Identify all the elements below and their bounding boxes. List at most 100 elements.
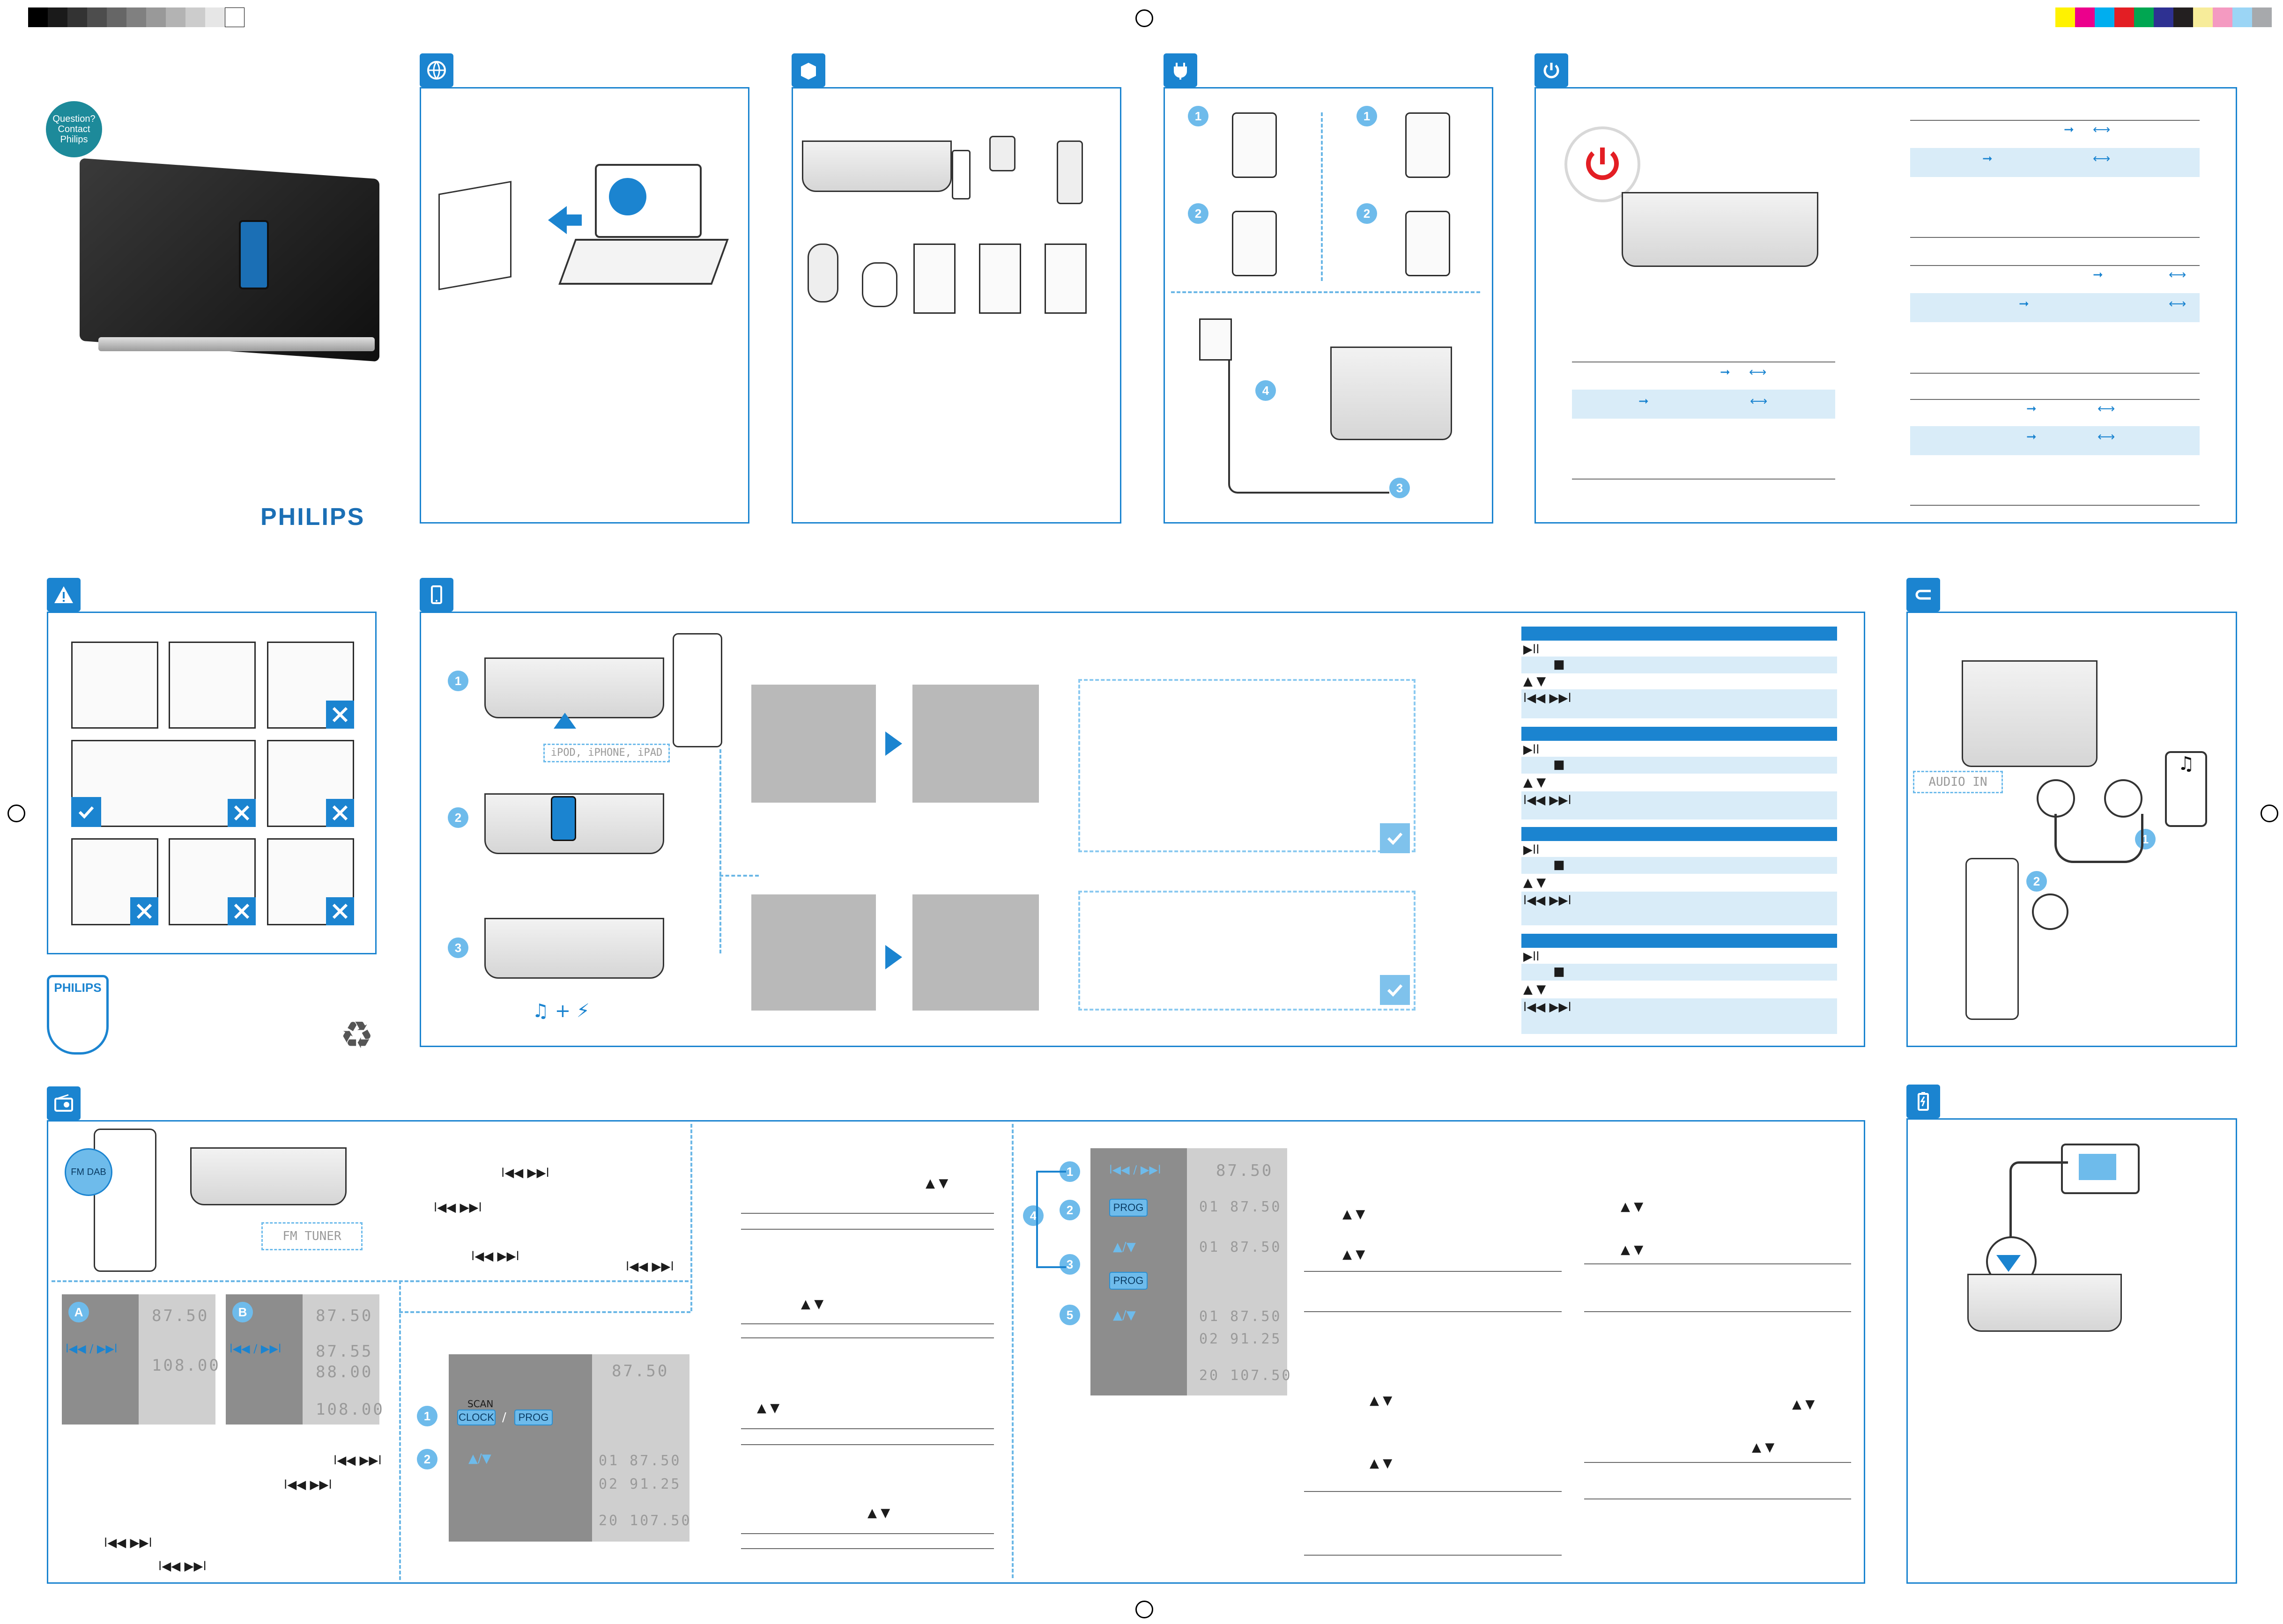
philips-shield-logo: PHILIPS (47, 975, 109, 1055)
control-table-header (1521, 627, 1837, 641)
table-row-highlight (1910, 426, 2200, 455)
table-row-highlight (1521, 998, 1837, 1034)
up-down-icon: ▲ ▼ (1523, 775, 1546, 790)
prog-button[interactable]: PROG (1109, 1272, 1148, 1290)
no-trash-tile (169, 642, 256, 729)
rule (1304, 1271, 1562, 1272)
warning-icon (54, 586, 73, 603)
auto-program-box (449, 1354, 592, 1542)
up-down-icon: ▲ ▼ (1523, 876, 1546, 890)
remote-control (673, 633, 722, 747)
tab-cable (1906, 578, 1940, 612)
divider (52, 1280, 689, 1282)
prev-next-icon: l◀◀ ▶▶l (284, 1478, 332, 1492)
preset-readout: 01 87.50 (1199, 1199, 1282, 1215)
rule (1572, 479, 1835, 480)
rule (1910, 373, 2200, 374)
speaker-rear-illustration (1962, 660, 2098, 767)
table-row-highlight (1521, 689, 1837, 718)
stop-icon: ■ (1553, 858, 1565, 872)
stop-icon: ■ (1553, 965, 1565, 979)
manual-program-lcd (1187, 1148, 1287, 1395)
recycle-icon: ♻ (340, 1013, 374, 1057)
arrow-right-icon: ➞ (2019, 297, 2029, 311)
dock-open-photo (751, 685, 876, 803)
clean-dry-cloth-tile (71, 740, 256, 827)
preset-readout: 20 107.50 (1199, 1367, 1292, 1384)
arrow-right-icon (885, 731, 902, 756)
play-pause-icon: ▶ll (1523, 743, 1540, 757)
rule (741, 1428, 994, 1429)
table-row-highlight (1521, 964, 1837, 981)
step-badge: 2 (1188, 203, 1208, 224)
preset-readout: 01 87.50 (1199, 1308, 1282, 1325)
auto-scan-lcd-b (303, 1294, 379, 1425)
scan-mode-b-badge: B (232, 1302, 253, 1322)
step-badge: 3 (1389, 478, 1410, 498)
arrow-right-icon (885, 945, 902, 969)
audio-in-socket (2037, 779, 2075, 818)
arrow-right-icon: ➞ (2026, 430, 2037, 444)
warranty-leaflet (979, 244, 1021, 314)
control-table-header (1521, 827, 1837, 841)
table-row-highlight (1521, 791, 1837, 819)
step-badge: 4 (1023, 1205, 1044, 1226)
remote-control-thumb (952, 150, 971, 199)
greyscale-calibration-bar (28, 7, 245, 27)
up-down-icon: ▲ ▼ (757, 1401, 780, 1415)
remote-control (1965, 858, 2019, 1020)
power-icon (1586, 148, 1619, 180)
frequency-readout: 87.50 (152, 1307, 209, 1325)
up-down-icon: ▲/▼ (468, 1452, 491, 1466)
adapter-illustration (1232, 112, 1277, 178)
speaker-illustration (190, 1147, 347, 1205)
cross-icon (326, 701, 354, 729)
divider (1321, 112, 1323, 281)
rule (1910, 120, 2200, 121)
rule (741, 1533, 994, 1534)
docked-phone (551, 796, 576, 841)
adapter-illustration (1232, 211, 1277, 276)
step-badge: 1 (1356, 106, 1377, 126)
rule (1910, 399, 2200, 400)
speaker-playing-illustration (484, 918, 664, 979)
frequency-readout: 87.50 (612, 1362, 669, 1380)
arrow-left-icon (548, 206, 567, 234)
table-row-highlight (1910, 148, 2200, 177)
audio-in-label: AUDIO IN (1913, 771, 2003, 793)
table-row-highlight (1521, 892, 1837, 925)
frequency-readout: 88.00 (316, 1363, 373, 1381)
charge-panel (1906, 1118, 2237, 1584)
play-pause-icon: ▶ll (1523, 950, 1540, 964)
divider (399, 1280, 401, 1580)
step-badge: 1 (417, 1406, 437, 1426)
auto-scan-lcd-a (139, 1294, 215, 1425)
step-badge: 4 (1255, 380, 1276, 401)
quick-start-leaflet (1045, 244, 1087, 314)
clock-button[interactable]: CLOCK (457, 1410, 496, 1425)
adapter-illustration (1405, 112, 1450, 178)
arrow-up-icon (554, 713, 576, 729)
arrow-both-icon: ⟷ (2093, 152, 2111, 166)
up-down-icon: ▲ ▼ (1621, 1243, 1644, 1257)
prev-next-icon: l◀◀ / ▶▶l (66, 1342, 118, 1355)
tab-warning (47, 578, 81, 612)
arrow-right-icon: ➞ (2093, 268, 2103, 282)
arrow-right-icon: ➞ (2026, 402, 2037, 416)
registration-mark-top (1135, 9, 1153, 27)
music-player-device: ♫ (2165, 751, 2207, 827)
frequency-readout: 87.55 (316, 1342, 373, 1361)
loop-bracket (1036, 1171, 1066, 1268)
dock-adapters-thumb (808, 244, 838, 303)
online-manual-panel (420, 87, 749, 524)
prev-next-icon: l◀◀ ▶▶l (501, 1166, 549, 1180)
prog-button[interactable]: PROG (514, 1410, 553, 1425)
dock-closed-photo (912, 685, 1039, 803)
rule (1584, 1263, 1851, 1264)
power-button-callout (1564, 126, 1640, 202)
cross-icon (130, 897, 158, 925)
prog-button[interactable]: PROG (1109, 1199, 1148, 1217)
prev-next-icon: l◀◀ ▶▶l (334, 1454, 382, 1468)
scan-mode-a-badge: A (68, 1302, 89, 1322)
dock-closed-photo (912, 894, 1039, 1011)
